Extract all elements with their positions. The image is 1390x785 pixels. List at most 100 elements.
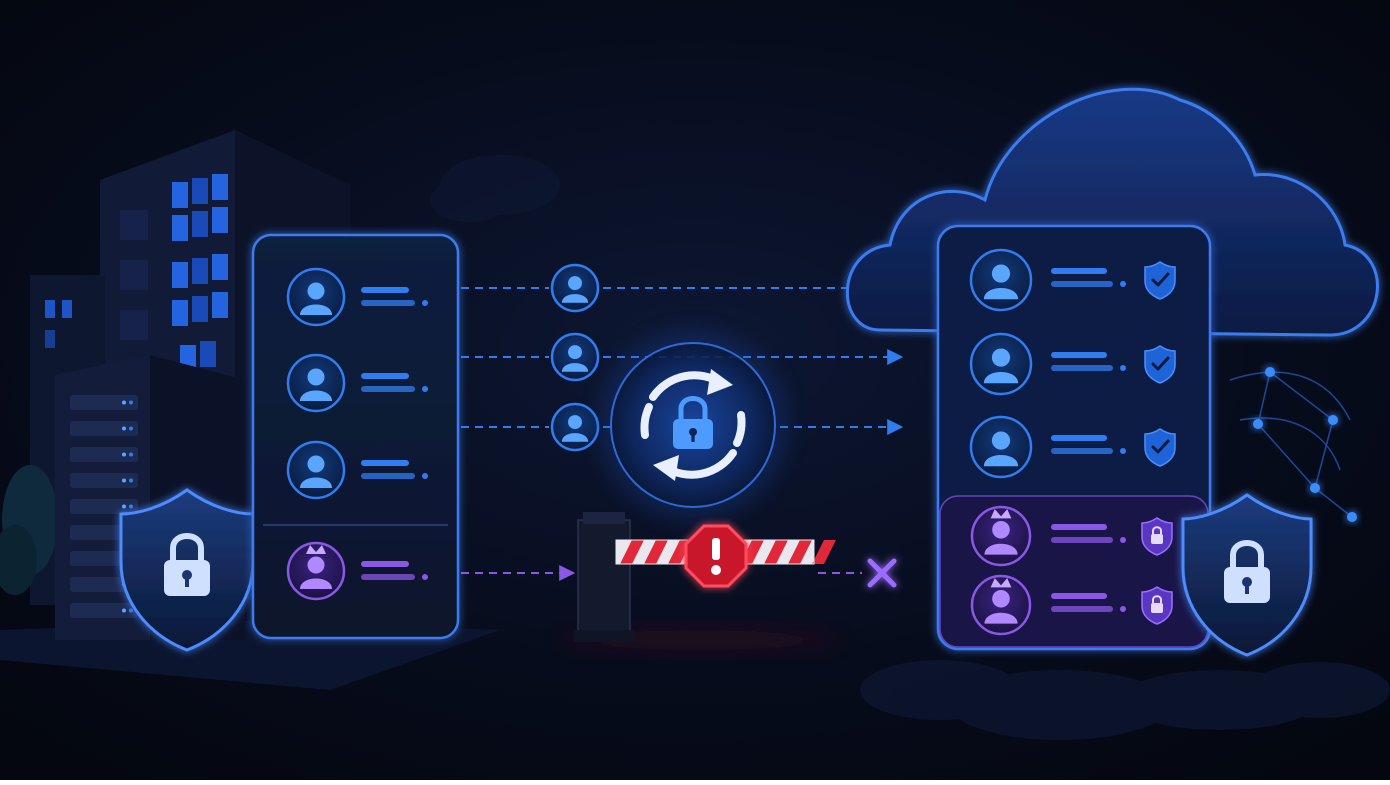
directory-user-row [286,541,428,601]
text-placeholder-line [361,561,409,567]
network-node [1328,415,1338,425]
building-window [120,210,148,240]
directory-user-row [286,267,428,327]
text-placeholder-line [361,473,415,479]
text-placeholder-dot [1120,281,1126,287]
network-node [1265,367,1275,377]
barrier-stripe [764,540,788,564]
sync-lock-icon [598,330,788,520]
cloud-directory-panel [936,224,1212,651]
building-window [192,211,208,237]
barrier-stripe [620,540,644,564]
crown-icon [990,509,1012,519]
server-led [122,426,126,431]
admin-avatar [970,505,1032,567]
server-slot [70,447,138,462]
building-window [120,310,148,340]
text-placeholder-line [1051,448,1113,454]
network-nodes [1253,367,1357,522]
directory-user-row [286,353,428,413]
background-clouds [430,155,1390,740]
building-window [172,182,188,208]
privileged-user-row [970,574,1173,636]
crown-icon [306,545,326,554]
network-node [1253,419,1263,429]
text-placeholder-dot [422,300,428,306]
text-placeholder-line [1051,606,1113,612]
network-graph [1229,371,1353,518]
text-placeholder-dot [422,574,428,580]
building-window [172,300,188,326]
shield-check-icon [1144,428,1176,467]
building-window [120,260,148,290]
sync-flow-lines [461,263,904,581]
text-placeholder-dot [422,473,428,479]
user-icon [286,267,346,327]
user-icon [550,332,600,382]
text-placeholder-dot [422,386,428,392]
text-placeholder-line [1051,281,1113,287]
text-placeholder-line [1051,593,1107,599]
text-placeholder-line [1051,524,1107,530]
building-window [192,258,208,284]
text-placeholder-line [361,386,415,392]
barrier-stripe [788,540,812,564]
user-icon [286,353,346,413]
server-led [129,608,133,613]
shield-check-icon [1144,261,1176,300]
user-icon [969,415,1033,479]
building-window [192,178,208,204]
source-directory-panel [251,233,460,640]
crown-icon [990,578,1012,588]
server-slot [70,473,138,488]
server-slot [70,577,138,592]
server-slot [70,395,138,410]
text-placeholder-line [361,373,409,379]
text-placeholder-line [361,287,409,293]
building-window [212,207,228,233]
cloud-user-row [969,415,1176,479]
user-icon [550,402,600,452]
server-led [122,400,126,405]
text-placeholder-line [361,300,415,306]
exclamation-icon [684,524,748,588]
text-placeholder-line [1051,537,1113,543]
network-node [1347,512,1357,522]
server-led [122,504,126,509]
server-slot [70,499,138,514]
building-window [212,174,228,200]
text-placeholder-line [361,460,409,466]
server-slot [70,603,138,618]
building-window [172,215,188,241]
barrier-stripe [644,540,668,564]
barrier-stripe [812,540,836,564]
user-icon [550,263,600,313]
server-led [122,452,126,457]
close-icon [867,558,897,588]
server-led [122,608,126,613]
user-icon [969,248,1033,312]
text-placeholder-line [1051,435,1107,441]
shield-lock-icon [1181,493,1313,657]
shield-lock-icon [1141,517,1173,556]
server-slot [70,421,138,436]
text-placeholder-dot [1120,448,1126,454]
server-led [129,426,133,431]
server-led [129,400,133,405]
user-icon [969,332,1033,396]
text-placeholder-dot [1120,365,1126,371]
admin-avatar [286,541,346,601]
shield-lock-icon [119,488,255,652]
shield-check-icon [1144,345,1176,384]
directory-user-row [286,440,428,500]
building-window [172,262,188,288]
text-placeholder-line [1051,268,1107,274]
server-led [129,504,133,509]
privileged-user-row [970,505,1173,567]
text-placeholder-line [1051,365,1113,371]
text-placeholder-dot [1120,537,1126,543]
admin-avatar [970,574,1032,636]
text-placeholder-dot [1120,606,1126,612]
server-led [129,452,133,457]
